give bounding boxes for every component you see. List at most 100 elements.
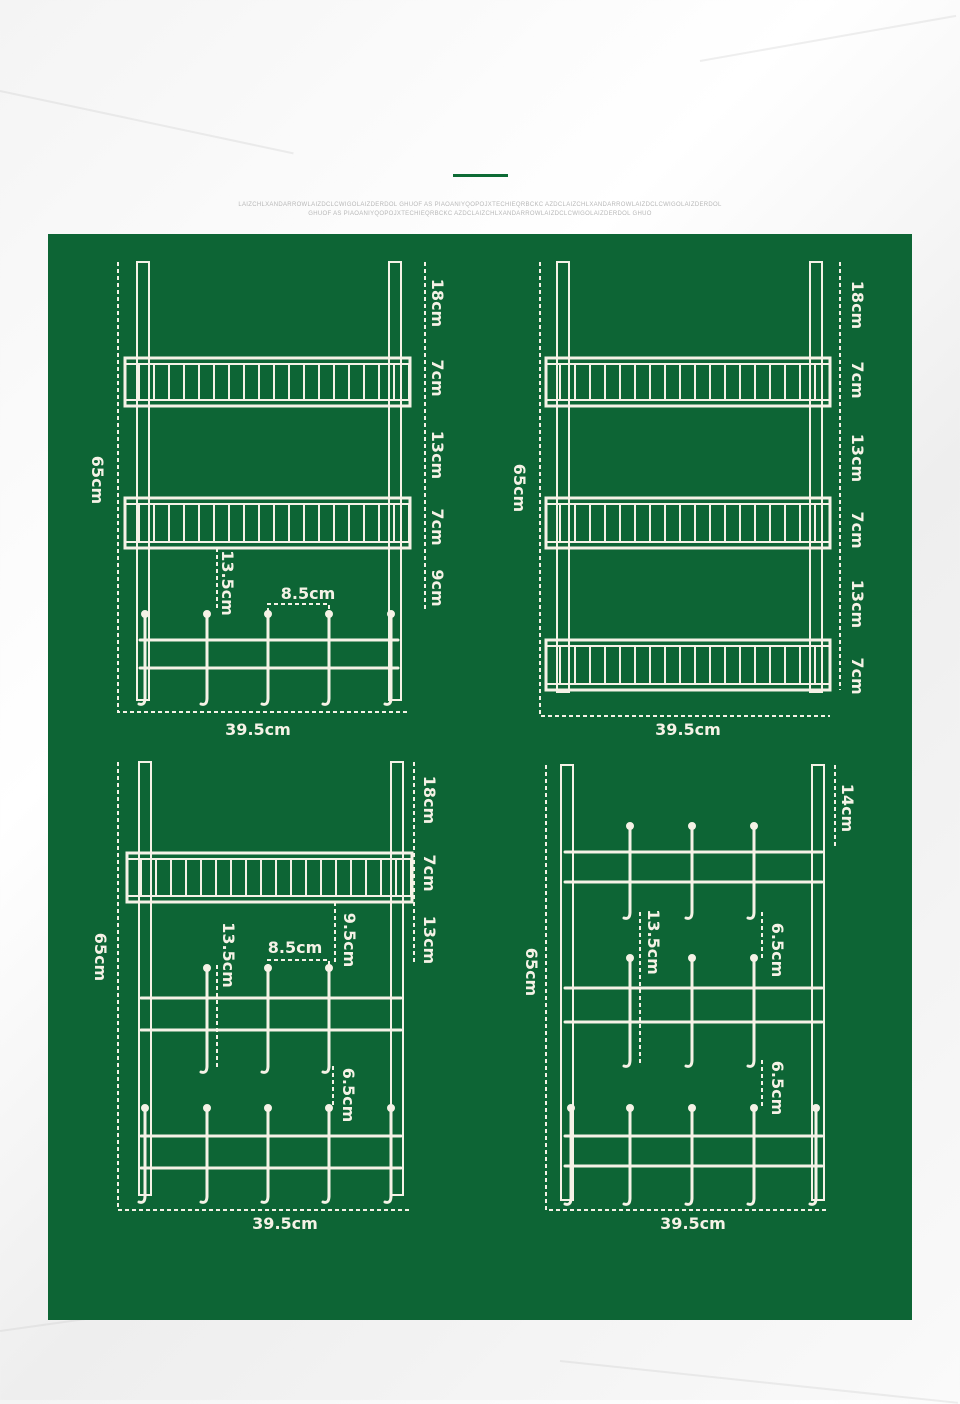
rack1-left-post bbox=[136, 261, 150, 701]
rack4-outline-dim bbox=[545, 765, 826, 1211]
rack3-hook-height-label: 13.5cm bbox=[219, 922, 238, 988]
rack1-basket-1 bbox=[123, 356, 412, 408]
rack4-row2-hook-3-tip bbox=[746, 1058, 756, 1068]
rack4-right-post bbox=[811, 764, 825, 1201]
rack4-row3-hook-2-knob bbox=[626, 1104, 634, 1112]
rack2-basket-2 bbox=[544, 496, 832, 550]
rack1-right-post bbox=[388, 261, 402, 701]
rack1-hook-5-tip bbox=[383, 696, 393, 706]
rack1-hook-2-tip bbox=[199, 696, 209, 706]
rack3-spacing-dim bbox=[267, 959, 330, 968]
rack3-row2-hook-4-tip bbox=[321, 1194, 331, 1204]
rack2-basket-3 bbox=[544, 638, 832, 692]
rack1-hook-4-tip bbox=[321, 696, 331, 706]
rack3-outline-dim bbox=[117, 762, 410, 1211]
rack1-hook-height-label: 13.5cm bbox=[218, 550, 237, 616]
rack3-row1-hook-3-knob bbox=[325, 964, 333, 972]
rack3-row2-hook-3-knob bbox=[264, 1104, 272, 1112]
rack1-hook-4-knob bbox=[325, 610, 333, 618]
rack4-row1-hook-1-knob bbox=[626, 822, 634, 830]
rack4-row3-hook-5-knob bbox=[812, 1104, 820, 1112]
rack4-left-post bbox=[560, 764, 574, 1201]
rack4-row2-hook-2-tip bbox=[684, 1058, 694, 1068]
rack2-outline-dim bbox=[539, 262, 830, 717]
rack2-height-label: 65cm bbox=[510, 464, 529, 512]
rack1-hook-spacing-label: 8.5cm bbox=[281, 584, 336, 603]
rack2-dim-6: 7cm bbox=[848, 657, 867, 694]
rack2-left-post bbox=[556, 261, 570, 693]
rack2-dim-2: 7cm bbox=[848, 361, 867, 398]
rack3-row2-hook-1-tip bbox=[137, 1194, 147, 1204]
rack3-row1-hook-3-tip bbox=[321, 1064, 331, 1074]
rack2-dim-4: 7cm bbox=[848, 511, 867, 548]
rack4-width-label: 39.5cm bbox=[660, 1214, 726, 1233]
rack4-row3-hook-4-knob bbox=[750, 1104, 758, 1112]
rack3-gap-label: 9.5cm bbox=[340, 913, 359, 968]
rack3-row1-hook-1-tip bbox=[199, 1064, 209, 1074]
rack3-dim-2: 7cm bbox=[420, 854, 439, 891]
rack3-row1-hook-2-tip bbox=[260, 1064, 270, 1074]
rack1-hook-1-knob bbox=[141, 610, 149, 618]
subcaption-line-2: GHUOF AS PIAOANIYQOPOJXTECHIEQRBCKC AZDC… bbox=[308, 211, 652, 217]
rack4-row3-hook-5-tip bbox=[808, 1196, 818, 1206]
rack3-row2-hook-1-knob bbox=[141, 1104, 149, 1112]
rack4-row3-hook-1-knob bbox=[567, 1104, 575, 1112]
rack4-row1-hook-3-knob bbox=[750, 822, 758, 830]
rack4-row2-hook-1-knob bbox=[626, 954, 634, 962]
rack3-row-gap-label: 6.5cm bbox=[339, 1068, 358, 1123]
rack1-spacing-dim bbox=[267, 603, 330, 612]
rack3-row2-hook-4-knob bbox=[325, 1104, 333, 1112]
subcaption-line-1: LAIZCHLXANDARROWLAIZDCLCWIGOLAIZDERDOL G… bbox=[238, 202, 722, 208]
rack1-height-label: 65cm bbox=[88, 456, 107, 504]
rack4-row2-hook-1-tip bbox=[622, 1058, 632, 1068]
rack1-dim-2: 7cm bbox=[428, 359, 447, 396]
rack1-hook-5-knob bbox=[387, 610, 395, 618]
rack1-dim-3: 13cm bbox=[428, 431, 447, 479]
rack4-row2-hook-3-knob bbox=[750, 954, 758, 962]
rack4-row3-hook-2-tip bbox=[622, 1196, 632, 1206]
rack4-row3-hook-1-tip bbox=[563, 1196, 573, 1206]
rack3-height-label: 65cm bbox=[91, 933, 110, 981]
rack3-width-label: 39.5cm bbox=[252, 1214, 318, 1233]
rack2-width-label: 39.5cm bbox=[655, 720, 721, 739]
rack1-outline-dim bbox=[117, 262, 410, 713]
rack3-row1-hook-1-knob bbox=[203, 964, 211, 972]
rack4-row1-hook-3-tip bbox=[746, 910, 756, 920]
rack3-row2-hook-3-tip bbox=[260, 1194, 270, 1204]
rack3-dim-3: 13cm bbox=[420, 916, 439, 964]
rack4-dim-1: 14cm bbox=[838, 784, 857, 832]
rack4-hook-height-label: 13.5cm bbox=[644, 909, 663, 975]
rack2-dim-3: 13cm bbox=[848, 434, 867, 482]
rack4-height-label: 65cm bbox=[522, 948, 541, 996]
rack4-row3-hook-3-tip bbox=[684, 1196, 694, 1206]
diagram-panel bbox=[48, 234, 912, 1320]
rack4-row3-hook-4-tip bbox=[746, 1196, 756, 1206]
rack1-dim-1: 18cm bbox=[428, 279, 447, 327]
title-accent-rule bbox=[453, 174, 508, 177]
rack2-dim-1: 18cm bbox=[848, 281, 867, 329]
rack2-basket-1 bbox=[544, 356, 832, 408]
rack4-row1-hook-1-tip bbox=[622, 910, 632, 920]
rack4-row1-hook-2-tip bbox=[684, 910, 694, 920]
rack1-width-label: 39.5cm bbox=[225, 720, 291, 739]
rack1-dim-4: 7cm bbox=[428, 508, 447, 545]
rack1-hook-1-tip bbox=[137, 696, 147, 706]
rack1-dim-5: 9cm bbox=[428, 569, 447, 606]
rack4-row-gap-2-label: 6.5cm bbox=[768, 1061, 787, 1116]
rack3-row2-hook-2-knob bbox=[203, 1104, 211, 1112]
rack3-row2-hook-5-tip bbox=[383, 1194, 393, 1204]
rack1-hook-2-knob bbox=[203, 610, 211, 618]
rack4-row1-hook-2-knob bbox=[688, 822, 696, 830]
rack4-row3-hook-3-knob bbox=[688, 1104, 696, 1112]
rack1-hook-3-tip bbox=[260, 696, 270, 706]
rack3-dim-1: 18cm bbox=[420, 776, 439, 824]
rack3-row2-hook-2-tip bbox=[199, 1194, 209, 1204]
rack3-right-post bbox=[390, 761, 404, 1196]
rack1-basket-2 bbox=[123, 496, 412, 550]
rack3-hook-spacing-label: 8.5cm bbox=[268, 938, 323, 957]
rack2-dim-5: 13cm bbox=[848, 580, 867, 628]
rack3-basket-1 bbox=[125, 851, 414, 904]
rack4-row2-hook-2-knob bbox=[688, 954, 696, 962]
rack2-right-post bbox=[809, 261, 823, 693]
